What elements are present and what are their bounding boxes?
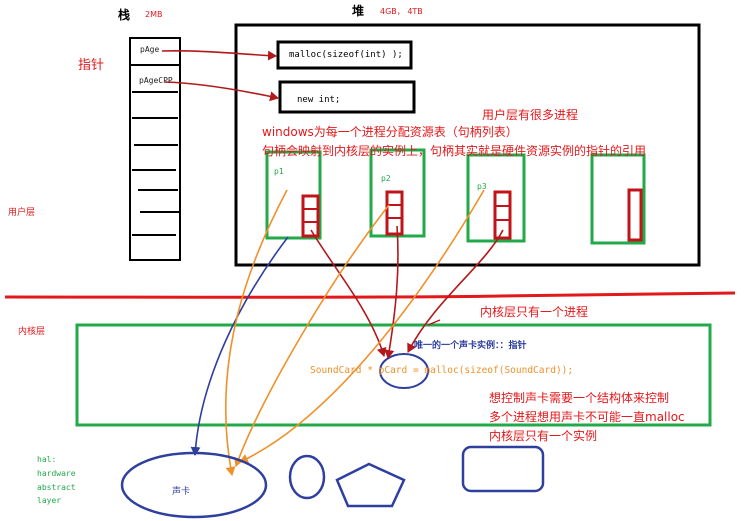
heap-box xyxy=(234,23,701,267)
stack-column xyxy=(129,37,181,261)
malloc-text: malloc(sizeof(int) ); xyxy=(289,50,403,60)
kernel-unique-instance: 唯一的一个声卡实例：：指针 xyxy=(414,341,527,351)
process-label-p3: p3 xyxy=(477,182,487,191)
pointer-arrow-malloc xyxy=(161,50,277,61)
process-box-p3 xyxy=(466,153,526,243)
user-layer-label: 用户层 xyxy=(8,208,36,218)
process-box-p1 xyxy=(265,150,322,240)
process-label-p1: p1 xyxy=(274,167,284,176)
hal-line-3: abstract xyxy=(37,483,76,492)
annotation-control-1: 想控制声卡需要一个结构体来控制 xyxy=(489,391,670,405)
process-box-p2 xyxy=(369,148,426,238)
stack-slot-pAge: pAge xyxy=(140,45,160,54)
handle-arrow-tail xyxy=(427,319,441,326)
hal-line-1: hal: xyxy=(37,455,57,464)
pointer-arrow-new xyxy=(164,81,279,102)
heap-title: 堆 xyxy=(352,4,365,18)
device-circle xyxy=(288,454,326,500)
orange-arrow-p1 xyxy=(225,189,288,476)
sound-card-label: 声卡 xyxy=(172,487,191,497)
kernel-layer-label: 内核层 xyxy=(18,327,46,337)
pointer-label: 指针 xyxy=(78,58,105,73)
annotation-handle-table-1: windows为每一个进程分配资源表（句柄列表） xyxy=(262,125,518,139)
annotation-kernel-one-process: 内核层只有一个进程 xyxy=(480,305,589,319)
annotation-handle-table-2: 句柄会映射到内核层的实例上，句柄其实就是硬件资源实例的指针的引用 xyxy=(262,144,647,158)
annotation-control-2: 多个进程想用声卡不可能一直malloc xyxy=(489,410,685,424)
handle-arrow-p2 xyxy=(384,225,399,359)
stack-title: 栈 xyxy=(118,8,131,22)
annotation-control-3: 内核层只有一个实例 xyxy=(489,429,598,443)
orange-arrow-p2 xyxy=(234,204,390,467)
annotation-many-processes: 用户层有很多进程 xyxy=(482,108,579,122)
device-rounded-rect xyxy=(461,445,545,493)
blue-arrow-p1-soundcard xyxy=(190,236,289,456)
hal-line-2: hardware xyxy=(37,469,76,478)
stack-size: 2MB xyxy=(145,10,163,19)
pcard-highlight-circle xyxy=(379,353,429,389)
sound-card-ellipse xyxy=(120,451,268,519)
process-box-p4 xyxy=(590,153,646,245)
handle-arrow-p1 xyxy=(310,229,387,357)
handle-arrow-p3 xyxy=(407,229,504,353)
user-kernel-divider xyxy=(4,291,736,299)
kernel-code-line: SoundCard * pCard = malloc(sizeof(SoundC… xyxy=(310,365,574,376)
new-text: new int; xyxy=(297,95,341,105)
malloc-box xyxy=(276,40,413,70)
device-pentagon xyxy=(335,462,406,508)
orange-arrow-p3 xyxy=(239,189,485,464)
process-label-p2: p2 xyxy=(381,174,391,183)
hal-line-4: layer xyxy=(37,496,62,505)
heap-size: 4GB， 4TB xyxy=(380,7,423,16)
stack-slot-pAgeCPP: pAgeCPP xyxy=(139,76,173,85)
new-box xyxy=(278,80,416,114)
